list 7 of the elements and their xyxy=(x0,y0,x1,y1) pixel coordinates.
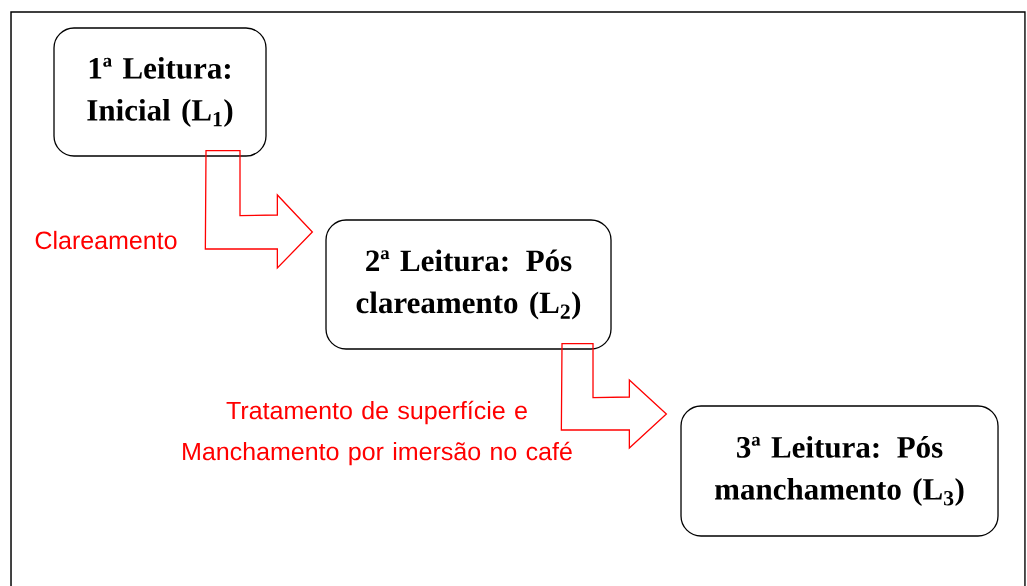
process-box: 1ª Leitura: Inicial (L$_{1}$) xyxy=(53,27,267,157)
edge-label: Tratamento de superfície e Manchamento por imersão no café xyxy=(183,400,572,466)
block-arrow xyxy=(560,343,668,450)
process-box: 2ª Leitura: Pós clareamento (L$_{2}$) xyxy=(325,219,612,350)
edge-label: Clareamento xyxy=(35,230,177,250)
process-box: 3ª Leitura: Pós manchamento (L$_{3}$) xyxy=(680,405,999,537)
block-arrow xyxy=(204,150,314,270)
